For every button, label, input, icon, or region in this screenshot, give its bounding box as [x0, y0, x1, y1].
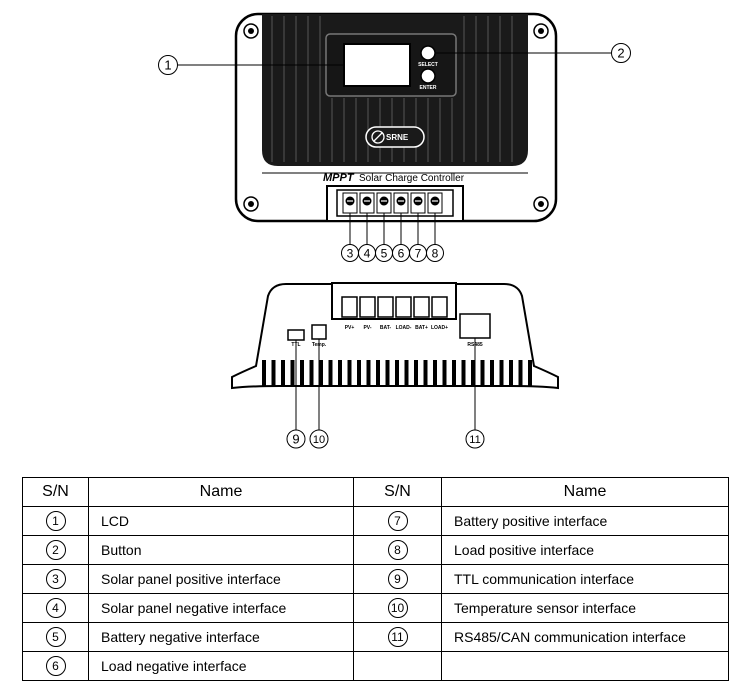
sn-badge: 8 — [387, 540, 408, 560]
enter-button[interactable] — [420, 68, 436, 84]
temp-sensor-port — [311, 324, 327, 340]
table-row: 5 Battery negative interface 11 RS485/CA… — [22, 622, 729, 652]
empty-cell — [353, 651, 442, 681]
table-header-row: S/N Name S/N Name — [22, 477, 729, 507]
callout-5: 5 — [375, 244, 393, 262]
terminal-label: LOAD- — [396, 325, 412, 331]
part-name: Temperature sensor interface — [441, 593, 729, 623]
ttl-port — [287, 329, 305, 341]
header-sn: S/N — [22, 477, 89, 507]
lcd-screen — [343, 43, 411, 87]
svg-text:10: 10 — [313, 434, 325, 446]
terminal-screw-icon — [342, 192, 358, 214]
part-name: Battery negative interface — [88, 622, 354, 652]
svg-text:6: 6 — [398, 247, 405, 261]
callout-6: 6 — [392, 244, 410, 262]
terminal-socket — [359, 296, 376, 318]
terminal-label: LOAD+ — [431, 325, 448, 331]
front-view: SELECT ENTER SRNE MPPT Solar Charge Cont… — [158, 12, 631, 262]
sn-badge: 9 — [387, 569, 408, 589]
svg-text:9: 9 — [292, 432, 299, 447]
terminal-socket — [431, 296, 448, 318]
brand-logo-icon — [371, 130, 385, 144]
table-row: 6 Load negative interface — [22, 651, 729, 681]
table-row: 3 Solar panel positive interface 9 TTL c… — [22, 564, 729, 594]
table-row: 4 Solar panel negative interface 10 Temp… — [22, 593, 729, 623]
rs485-port — [459, 313, 491, 339]
header-name: Name — [88, 477, 354, 507]
terminal-screw-icon — [393, 192, 409, 214]
terminal-socket — [341, 296, 358, 318]
bottom-view: PV+PV-BAT-LOAD-BAT+LOAD+ TTL Temp. RS485… — [231, 282, 559, 449]
empty-cell — [441, 651, 729, 681]
svg-text:ENTER: ENTER — [420, 85, 437, 91]
svg-text:2: 2 — [617, 46, 624, 61]
svg-text:8: 8 — [432, 247, 439, 261]
sn-badge: 3 — [45, 569, 66, 589]
table-row: 1 LCD 7 Battery positive interface — [22, 506, 729, 536]
terminal-label: PV- — [363, 325, 371, 331]
callout-11: 11 — [465, 429, 485, 449]
svg-text:5: 5 — [381, 247, 388, 261]
sn-badge: 2 — [45, 540, 66, 560]
parts-table: S/N Name S/N Name 1 LCD 7 Battery positi… — [22, 477, 729, 681]
sn-badge: 10 — [387, 598, 408, 618]
svg-text:7: 7 — [415, 247, 422, 261]
part-name: RS485/CAN communication interface — [441, 622, 729, 652]
terminal-socket — [395, 296, 412, 318]
terminal-socket — [377, 296, 394, 318]
part-name: Button — [88, 535, 354, 565]
sn-badge: 5 — [45, 627, 66, 647]
part-name: LCD — [88, 506, 354, 536]
callout-9: 9 — [286, 429, 306, 449]
table-row: 2 Button 8 Load positive interface — [22, 535, 729, 565]
terminal-label: BAT+ — [415, 325, 428, 331]
sn-badge: 6 — [45, 656, 66, 676]
callout-4: 4 — [358, 244, 376, 262]
sn-badge: 1 — [45, 511, 66, 531]
svg-text:11: 11 — [469, 434, 480, 446]
terminal-screw-icon — [427, 192, 443, 214]
terminal-socket — [413, 296, 430, 318]
callout-7: 7 — [409, 244, 427, 262]
terminal-label: PV+ — [345, 325, 355, 331]
terminal-screw-icon — [376, 192, 392, 214]
callout-10: 10 — [309, 429, 329, 449]
svg-text:4: 4 — [364, 247, 371, 261]
sn-badge: 11 — [387, 627, 408, 647]
callout-3: 3 — [341, 244, 359, 262]
controller-diagram: SELECT ENTER SRNE MPPT Solar Charge Cont… — [158, 12, 631, 449]
callout-8: 8 — [426, 244, 444, 262]
svg-text:Solar Charge Controller: Solar Charge Controller — [359, 173, 465, 184]
part-name: Solar panel positive interface — [88, 564, 354, 594]
select-button[interactable] — [420, 45, 436, 61]
callout-2: 2 — [435, 43, 631, 63]
callout-1: 1 — [158, 55, 344, 75]
svg-text:3: 3 — [347, 247, 354, 261]
sn-badge: 7 — [387, 511, 408, 531]
svg-text:SELECT: SELECT — [418, 62, 438, 68]
mounting-hole-icon — [243, 23, 549, 212]
svg-text:MPPT: MPPT — [323, 172, 355, 184]
svg-text:1: 1 — [164, 58, 171, 73]
part-name: Load positive interface — [441, 535, 729, 565]
part-name: Solar panel negative interface — [88, 593, 354, 623]
header-sn-2: S/N — [353, 477, 442, 507]
terminal-screw-icon — [359, 192, 375, 214]
terminal-label: BAT- — [380, 325, 392, 331]
header-name-2: Name — [441, 477, 729, 507]
svg-text:SRNE: SRNE — [386, 133, 409, 142]
part-name: Battery positive interface — [441, 506, 729, 536]
terminal-screw-icon — [410, 192, 426, 214]
part-name: Load negative interface — [88, 651, 354, 681]
sn-badge: 4 — [45, 598, 66, 618]
part-name: TTL communication interface — [441, 564, 729, 594]
